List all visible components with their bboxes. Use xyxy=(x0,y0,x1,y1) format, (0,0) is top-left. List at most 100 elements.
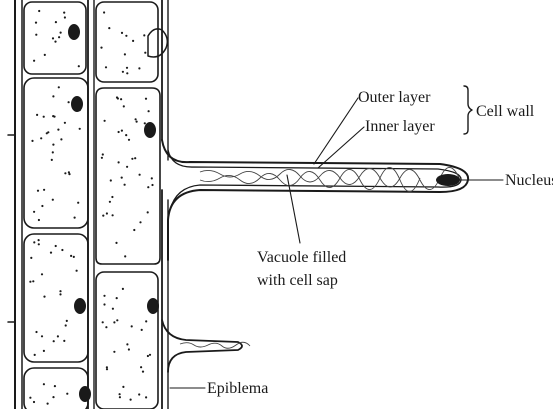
cytoplasm-dot xyxy=(54,41,56,43)
cytoplasm-dot xyxy=(38,219,40,221)
cytoplasm-dot xyxy=(151,177,153,179)
cytoplasm-dot xyxy=(138,393,140,395)
cytoplasm-dots xyxy=(29,10,153,405)
cytoplasm-dot xyxy=(131,158,133,160)
cytoplasm-dot xyxy=(63,340,65,342)
cytoplasm-dot xyxy=(35,34,37,36)
cytoplasm-dot xyxy=(64,16,66,18)
cytoplasm-dot xyxy=(130,399,132,401)
cytoplasm-dot xyxy=(149,354,151,356)
cytoplasm-dot xyxy=(66,320,68,322)
cytoplasm-dot xyxy=(40,137,42,139)
cytoplasm-dot xyxy=(126,72,128,74)
cytoplasm-dot xyxy=(131,325,133,327)
cytoplasm-dot xyxy=(66,393,68,395)
label-vacuole-line1: Vacuole filled xyxy=(257,249,346,266)
nucleus-shape xyxy=(436,174,460,186)
cytoplasm-dot xyxy=(61,249,63,251)
cytoplasm-dot xyxy=(147,355,149,357)
label-vacuole-line2: with cell sap xyxy=(257,272,338,289)
cytoplasm-dot xyxy=(119,396,121,398)
cytoplasm-dot xyxy=(116,319,118,321)
cytoplasm-dot xyxy=(105,326,107,328)
cytoplasm-dot xyxy=(60,31,62,33)
cytoplasm-dot xyxy=(123,105,125,107)
cytoplasm-dot xyxy=(43,116,45,118)
cytoplasm-dot xyxy=(60,138,62,140)
cytoplasm-dot xyxy=(51,159,53,161)
label-inner-layer: Inner layer xyxy=(365,118,435,135)
cytoplasm-dot xyxy=(73,256,75,258)
cytoplasm-dot xyxy=(63,12,65,14)
cytoplasm-dot xyxy=(44,54,46,56)
cytoplasm-dot xyxy=(147,186,149,188)
cytoplasm-dot xyxy=(102,321,104,323)
cytoplasm-dot xyxy=(122,288,124,290)
cytoplasm-dot xyxy=(132,40,134,42)
cytoplasm-dot xyxy=(122,386,124,388)
cytoplasm-dot xyxy=(102,215,104,217)
cytoplasm-dot xyxy=(135,118,137,120)
cytoplasm-dot xyxy=(100,47,102,49)
cytoplasm-dot xyxy=(47,403,49,405)
cytoplasm-dot xyxy=(38,243,40,245)
cytoplasm-dot xyxy=(38,10,40,12)
cytoplasm-dot xyxy=(70,255,72,257)
cytoplasm-dot xyxy=(33,241,35,243)
cytoplasm-dot xyxy=(59,293,61,295)
cytoplasm-dot xyxy=(124,53,126,55)
cytoplasm-dot xyxy=(124,255,126,257)
cytoplasm-dot xyxy=(35,22,37,24)
cytoplasm-dot xyxy=(145,320,147,322)
epiblema-cells xyxy=(96,2,160,409)
cytoplasm-dot xyxy=(52,151,54,153)
cytoplasm-dot xyxy=(55,21,57,23)
cytoplasm-dot xyxy=(103,11,105,13)
cytoplasm-dot xyxy=(58,86,60,88)
cell-wall-brace xyxy=(464,86,472,134)
cytoplasm-dot xyxy=(59,290,61,292)
cytoplasm-dot xyxy=(112,308,114,310)
cytoplasm-dot xyxy=(106,368,108,370)
cytoplasm-dot xyxy=(118,131,120,133)
cytoplasm-dot xyxy=(74,217,76,219)
cytoplasm-dot xyxy=(128,139,130,141)
cytoplasm-dot xyxy=(68,171,70,173)
cytoplasm-dot xyxy=(54,385,56,387)
cytoplasm-dot xyxy=(141,329,143,331)
cytoplasm-dot xyxy=(65,324,67,326)
cytoplasm-dot xyxy=(125,35,127,37)
cytoplasm-dot xyxy=(112,214,114,216)
cytoplasm-dot xyxy=(33,401,35,403)
cytoplasm-dot xyxy=(143,34,145,36)
cytoplasm-dot xyxy=(57,335,59,337)
cytoplasm-dot xyxy=(52,144,54,146)
cytoplasm-dot xyxy=(138,67,140,69)
cytoplasm-dot xyxy=(108,27,110,29)
cytoplasm-dot xyxy=(103,303,105,305)
cytoplasm-dot xyxy=(103,295,105,297)
cortex-cells xyxy=(24,2,88,409)
cytoplasm-dot xyxy=(64,122,66,124)
cytoplasm-dot xyxy=(101,157,103,159)
cytoplasm-dot xyxy=(38,239,40,241)
cytoplasm-dot xyxy=(115,242,117,244)
cytoplasm-dot xyxy=(136,121,138,123)
epiblema-outer-wall xyxy=(162,0,168,409)
cytoplasm-dot xyxy=(118,161,120,163)
cytoplasm-dot xyxy=(33,60,35,62)
cytoplasm-dot xyxy=(43,350,45,352)
cytoplasm-dot xyxy=(144,52,146,54)
cytoplasm-dot xyxy=(36,114,38,116)
cytoplasm-dot xyxy=(121,130,123,132)
cytoplasm-dot xyxy=(121,32,123,34)
cytoplasm-dot xyxy=(52,396,54,398)
label-outer-layer: Outer layer xyxy=(358,89,431,106)
cytoplasm-dot xyxy=(133,229,135,231)
cytoplasm-dot xyxy=(113,321,115,323)
cytoplasm-dot xyxy=(113,351,115,353)
cytoplasm-dot xyxy=(122,71,124,73)
cytoplasm-dot xyxy=(104,120,106,122)
